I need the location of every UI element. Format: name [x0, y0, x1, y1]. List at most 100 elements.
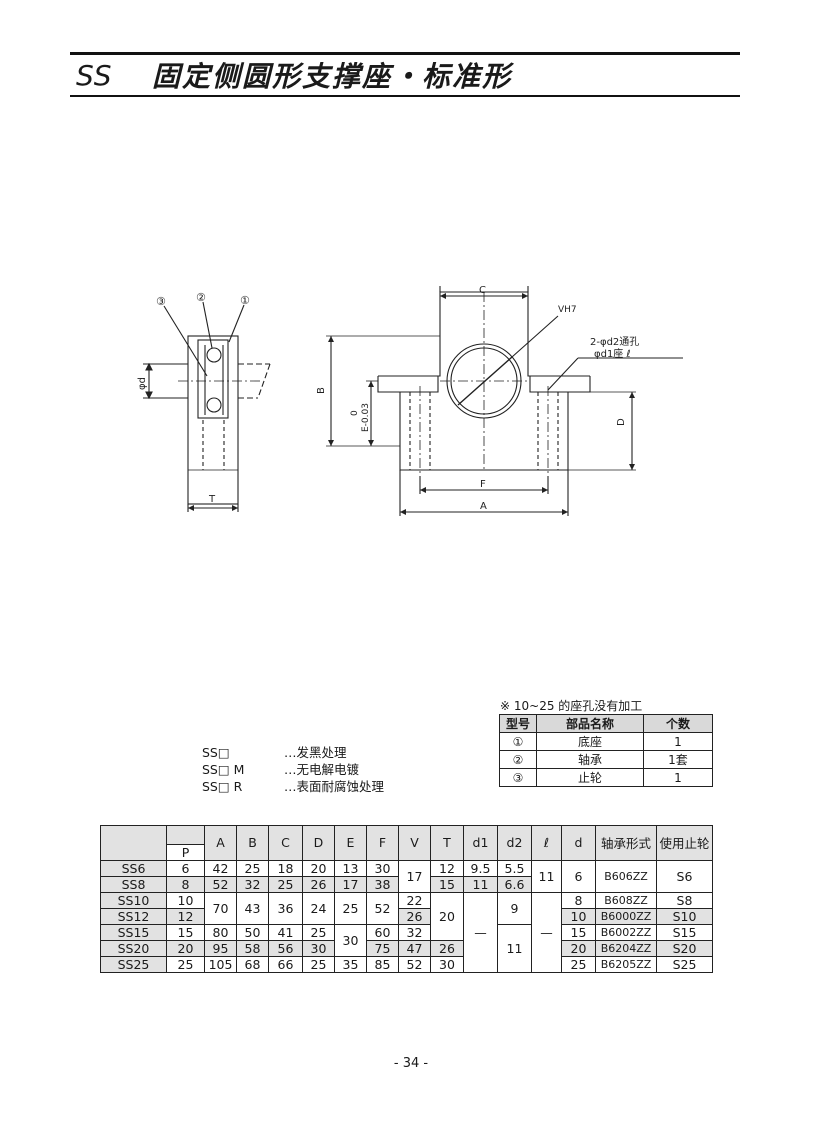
spec-corner: [166, 825, 205, 844]
parts-qty: 1套: [643, 750, 713, 769]
spec-l: —: [531, 891, 562, 973]
spec-V: 26: [398, 907, 431, 925]
spec-header: B: [236, 825, 269, 861]
spec-D: 25: [302, 923, 335, 941]
spec-d1: 9.5: [463, 859, 498, 877]
spec-V: 52: [398, 955, 431, 973]
spec-p: 20: [166, 939, 205, 957]
spec-T: 12: [430, 859, 464, 877]
spec-A: 80: [204, 923, 237, 941]
spec-B: 68: [236, 955, 269, 973]
spec-row: SS20 20 95 58 56 30 75 47 26 20 B6204ZZ …: [100, 939, 713, 957]
spec-C: 36: [268, 891, 303, 925]
spec-stopper: S10: [656, 907, 713, 925]
spec-T: 15: [430, 875, 464, 893]
spec-V: 17: [398, 859, 431, 893]
spec-F: 60: [366, 923, 399, 941]
spec-model: SS25: [100, 955, 167, 973]
spec-B: 43: [236, 891, 269, 925]
parts-header-row: 型号 部品名称 个数: [499, 714, 713, 733]
spec-bearing: B608ZZ: [595, 891, 657, 909]
technical-drawing: ③ ② ① φd T C VH7 2-φd2通孔 φd1座 ℓ B 0 E-0.…: [137, 285, 683, 516]
spec-V: 32: [398, 923, 431, 941]
spec-d: 10: [561, 907, 596, 925]
page-number: - 34 -: [393, 1056, 429, 1071]
spec-header: V: [398, 825, 431, 861]
callout-1: ①: [240, 294, 250, 307]
spec-d: 6: [561, 859, 596, 893]
spec-A: 105: [204, 955, 237, 973]
label-F: F: [480, 479, 486, 490]
label-T: T: [208, 494, 216, 505]
title-code: SS: [76, 58, 113, 92]
spec-E: 35: [334, 955, 367, 973]
spec-d: 25: [561, 955, 596, 973]
spec-A: 95: [204, 939, 237, 957]
side-view-ball-bottom: [206, 397, 222, 413]
spec-B: 50: [236, 923, 269, 941]
parts-row: ③ 止轮 1: [499, 768, 713, 787]
parts-header: 部品名称: [536, 714, 644, 733]
page-title: 固定侧圆形支撑座・标准形: [152, 60, 513, 93]
spec-C: 66: [268, 955, 303, 973]
spec-header: d1: [463, 825, 498, 861]
spec-d1: 11: [463, 875, 498, 893]
spec-l: 11: [531, 859, 562, 893]
parts-table: 型号 部品名称 个数 ① 底座 1 ② 轴承 1套 ③ 止轮 1: [499, 714, 713, 787]
treatment-code: SS□ M: [202, 762, 245, 777]
side-view-bearing: [197, 339, 229, 419]
parts-qty: 1: [643, 768, 713, 787]
spec-row: SS12 12 26 10 B6000ZZ S10: [100, 907, 713, 925]
treatment-item: SS□ …发黑处理: [202, 744, 384, 761]
spec-model: SS20: [100, 939, 167, 957]
spec-bearing: B6205ZZ: [595, 955, 657, 973]
spec-header: F: [366, 825, 399, 861]
spec-model: SS6: [100, 859, 167, 877]
spec-T: 30: [430, 955, 464, 973]
spec-d2: 11: [497, 923, 532, 973]
treatment-list: SS□ …发黑处理 SS□ M …无电解电镀 SS□ R …表面耐腐蚀处理: [202, 744, 384, 795]
spec-T: 20: [430, 891, 464, 941]
spec-row: SS15 15 80 50 41 25 30 60 32 11 15 B6002…: [100, 923, 713, 973]
spec-row: SS10 10 70 43 36 24 25 52 22 20 — 9 — 8 …: [100, 891, 713, 973]
spec-D: 24: [302, 891, 335, 925]
spec-E: 17: [334, 875, 367, 893]
spec-F: 85: [366, 955, 399, 973]
spec-model: SS8: [100, 875, 167, 893]
spec-header: D: [302, 825, 335, 861]
label-E-top: 0: [350, 410, 360, 416]
spec-p: 25: [166, 955, 205, 973]
parts-no: ②: [499, 750, 537, 769]
parts-no: ③: [499, 768, 537, 787]
spec-header: T: [430, 825, 464, 861]
spec-stopper: S20: [656, 939, 713, 957]
label-hole-through: 2-φd2通孔: [590, 336, 639, 348]
spec-E: 30: [334, 923, 367, 957]
spec-B: 25: [236, 859, 269, 877]
spec-header: 轴承形式: [595, 825, 657, 861]
spec-header: ℓ: [531, 825, 562, 861]
spec-V: 47: [398, 939, 431, 957]
callout-2: ②: [196, 291, 206, 304]
spec-d: 20: [561, 939, 596, 957]
spec-C: 56: [268, 939, 303, 957]
title-block: SS 固定侧圆形支撑座・标准形: [70, 52, 740, 97]
treatment-item: SS□ R …表面耐腐蚀处理: [202, 778, 384, 795]
label-V: VH7: [558, 305, 577, 315]
spec-header: 使用止轮: [656, 825, 713, 861]
title-top-rule: [70, 52, 740, 55]
spec-header: E: [334, 825, 367, 861]
spec-d2: 5.5: [497, 859, 532, 877]
spec-p: 12: [166, 907, 205, 925]
label-B: B: [316, 387, 327, 394]
spec-F: 30: [366, 859, 399, 877]
spec-B: 58: [236, 939, 269, 957]
spec-D: 30: [302, 939, 335, 957]
spec-row: SS6 6 42 25 18 20 13 30 17 12 9.5 5.5 11…: [100, 859, 713, 893]
treatment-code: SS□ R: [202, 779, 243, 794]
spec-A: 42: [204, 859, 237, 877]
parts-name: 轴承: [536, 750, 644, 769]
spec-model: SS12: [100, 907, 167, 925]
side-view-ball-top: [206, 347, 222, 363]
spec-stopper: S8: [656, 891, 713, 909]
